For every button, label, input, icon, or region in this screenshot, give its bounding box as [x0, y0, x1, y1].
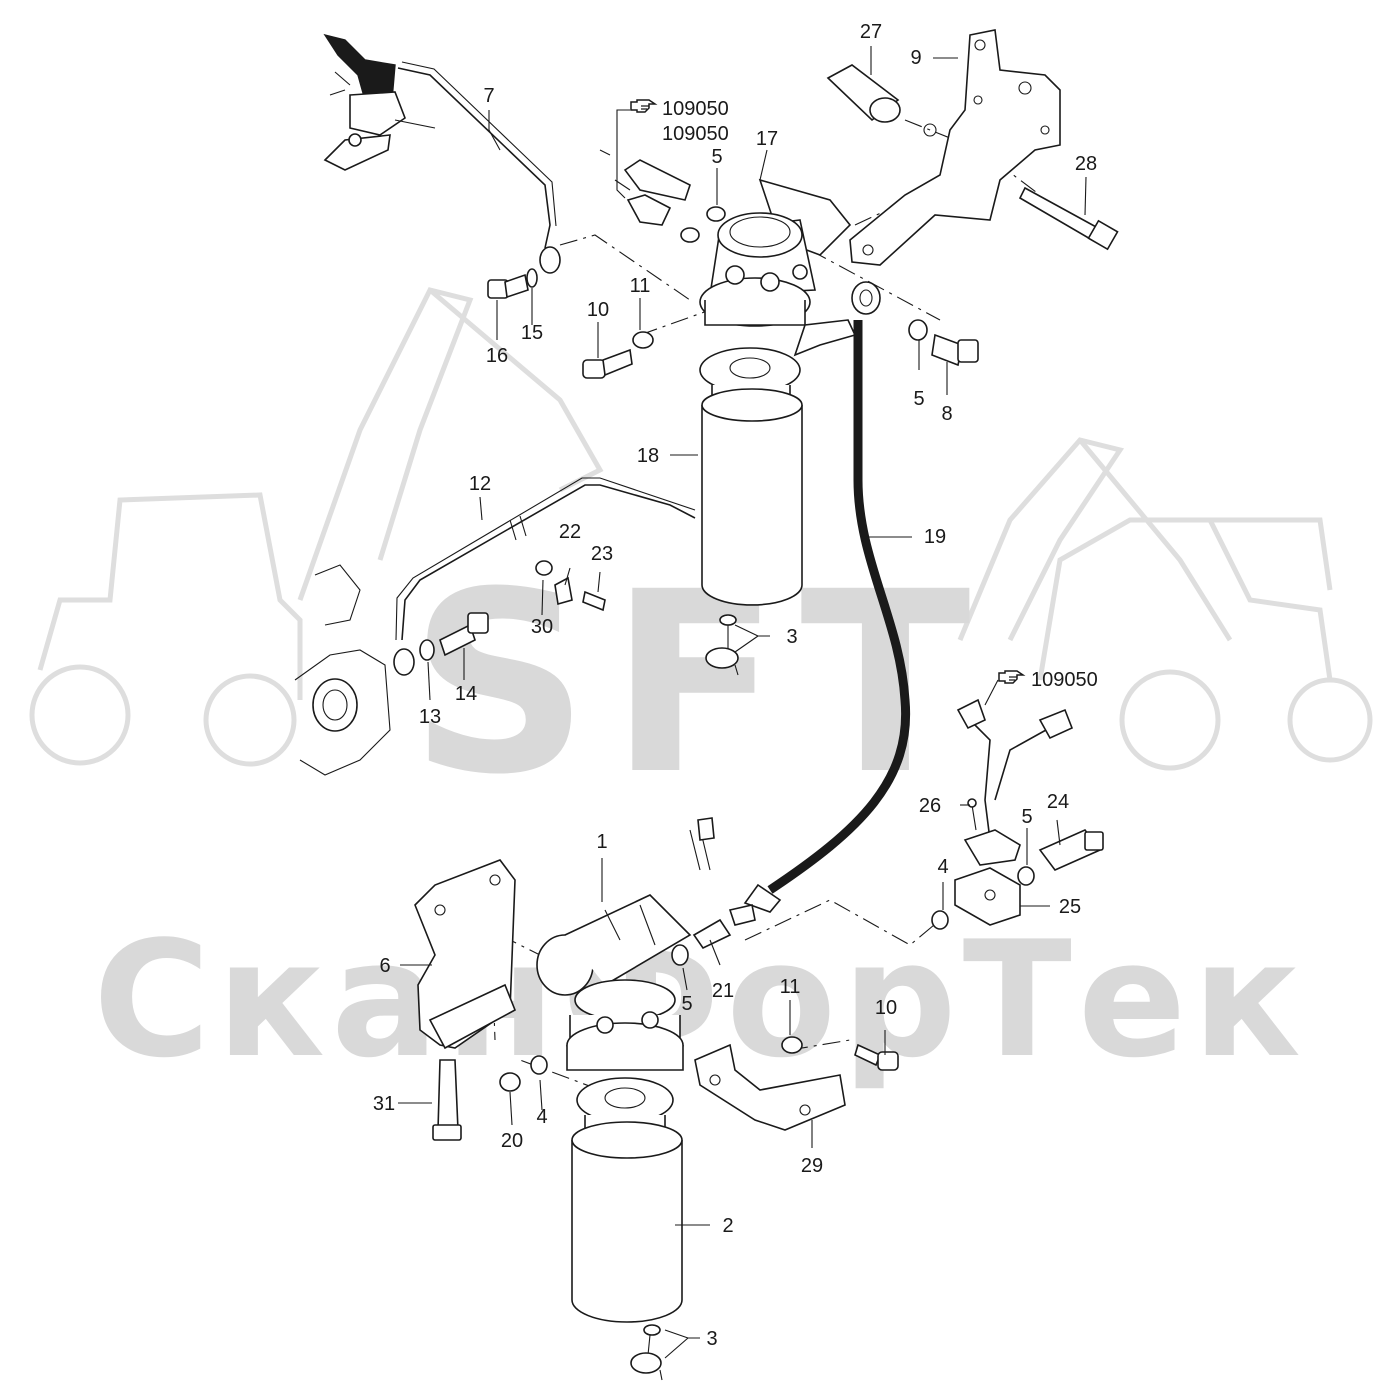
callout-label: 5: [681, 993, 692, 1015]
callout-label: 26: [919, 795, 941, 817]
fitting-24: [1038, 829, 1104, 871]
callout-label: 12: [469, 473, 491, 495]
callout-label: 27: [860, 21, 882, 43]
callout-label: 1: [596, 831, 607, 853]
hose-end-fitting-19: [728, 883, 782, 926]
fuel-line-7: [397, 67, 551, 249]
seal-ring-sensor: [680, 227, 700, 243]
callout-label: 30: [531, 616, 553, 638]
fitting-21: [692, 918, 732, 950]
wiring-harness-sensor: [956, 698, 1074, 841]
washer-30: [535, 560, 553, 576]
pump-housing-1: [536, 817, 715, 996]
callout-label: 11: [780, 976, 801, 998]
plug-20: [499, 1072, 521, 1092]
reference-marker-right: 109050: [998, 669, 1098, 691]
spacer-27: [826, 64, 901, 123]
callout-label: 22: [559, 521, 581, 543]
callout-label: 28: [1075, 153, 1097, 175]
callout-label: 24: [1047, 791, 1069, 813]
banjo-fitting-7: [539, 246, 561, 274]
bolt-31: [432, 1059, 462, 1141]
adapter-block-25: [954, 867, 1021, 926]
reference-marker-top-1: 109050: [630, 98, 729, 120]
callout-label: 2: [722, 1215, 733, 1237]
callout-label: 16: [486, 345, 508, 367]
callout-label: 18: [637, 445, 659, 467]
callout-label: 11: [630, 275, 651, 297]
washer-15: [526, 268, 538, 288]
banjo-bolt-16: [487, 273, 529, 299]
bracket-6: [414, 859, 517, 1050]
seal-ring-5-sensor: [1017, 866, 1035, 886]
screw-10-top: [582, 348, 633, 379]
callout-label: 9: [910, 47, 921, 69]
reference-code-right: 109050: [1031, 669, 1098, 691]
callout-label: 13: [419, 706, 441, 728]
callout-label: 15: [521, 322, 543, 344]
engine-block-fragment: [294, 564, 391, 776]
reference-code-top-1: 109050: [662, 98, 729, 120]
banjo-fitting-12: [393, 648, 415, 676]
seal-ring-4-right: [931, 910, 949, 930]
callout-label: 25: [1059, 896, 1081, 918]
pointing-hand-icon: [998, 670, 1026, 684]
callout-label: 4: [937, 856, 948, 878]
filter-head-17: [699, 178, 852, 327]
bracket-9: [849, 29, 1061, 266]
callout-label: 21: [712, 980, 734, 1002]
watermark: SFT СканФорТек: [29, 287, 1373, 1093]
seal-ring-4-bottom: [530, 1055, 548, 1075]
screw-10-bottom: [854, 1043, 899, 1071]
callout-label: 5: [913, 388, 924, 410]
filter-cartridge-2: [571, 1077, 683, 1323]
callout-label: 31: [373, 1093, 395, 1115]
clip-22: [554, 576, 573, 606]
fuel-hose-19: [767, 320, 911, 894]
banjo-bolt-8: [931, 333, 979, 367]
watermark-machinery-silhouettes: [29, 287, 1373, 771]
banjo-fitting-19-top: [793, 281, 881, 357]
callout-label: 3: [706, 1328, 717, 1350]
callout-label: 23: [591, 543, 613, 565]
leader-lines: [398, 46, 1087, 1359]
callout-label: 7: [483, 85, 494, 107]
filter-head-bottom: [566, 979, 684, 1071]
pointing-hand-icon: [630, 99, 658, 113]
callout-label: 29: [801, 1155, 823, 1177]
washer-11-bottom: [781, 1036, 803, 1054]
callout-label: 17: [756, 128, 778, 150]
callout-label: 10: [587, 299, 609, 321]
screw-23: [582, 590, 606, 612]
callout-label: 5: [711, 146, 722, 168]
callout-label: 5: [1021, 806, 1032, 828]
reference-code-top-2: 109050: [662, 123, 729, 145]
injection-pump-fitting: [323, 33, 436, 171]
fuel-line-12: [401, 484, 696, 641]
callout-label: 14: [455, 683, 477, 705]
callout-label: 20: [501, 1130, 523, 1152]
drain-plug-3-top: [705, 614, 739, 676]
bolt-28: [1018, 186, 1119, 251]
callout-label: 3: [786, 626, 797, 648]
drain-plug-3-bottom: [630, 1324, 663, 1381]
callout-label: 8: [941, 403, 952, 425]
washer-11-top: [632, 331, 654, 349]
callout-label: 10: [875, 997, 897, 1019]
sensor-connector: [599, 149, 691, 226]
seal-ring-5-top: [706, 206, 726, 222]
bracket-29: [694, 1043, 846, 1131]
filter-cartridge-18: [699, 347, 803, 606]
callout-labels: 1 2 3 3 4 4 5 5 5 5 6 7 8 9 10 10 11 11 …: [373, 21, 1097, 1350]
callout-label: 4: [536, 1106, 547, 1128]
seal-ring-5-bottom: [671, 944, 689, 966]
callout-label: 19: [924, 526, 946, 548]
seal-ring-5-right: [908, 319, 928, 341]
banjo-bolt-14: [439, 612, 489, 657]
callout-label: 6: [379, 955, 390, 977]
seal-ring-13: [419, 639, 435, 661]
sensor-body-26: [963, 798, 1021, 866]
